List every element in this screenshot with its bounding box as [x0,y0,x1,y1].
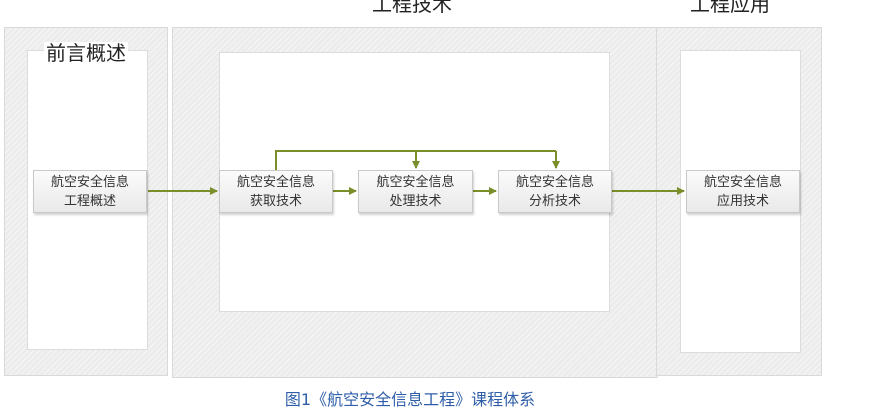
box-analysis-line2: 分析技术 [528,193,581,209]
figure-caption: 图1《航空安全信息工程》课程体系 [284,390,536,409]
box-overview-line2: 工程概述 [63,193,116,209]
box-application-tech: 航空安全信息 应用技术 [686,170,800,213]
engineering-app-heading: 工程应用 [690,0,770,16]
box-analysis-line1: 航空安全信息 [515,174,594,190]
box-application-line2: 应用技术 [716,193,769,209]
box-acquisition-tech: 航空安全信息 获取技术 [219,170,333,213]
box-processing-tech: 航空安全信息 处理技术 [358,170,473,213]
box-engineering-overview: 航空安全信息 工程概述 [33,170,147,213]
engineering-tech-heading: 工程技术 [372,0,452,16]
box-analysis-tech: 航空安全信息 分析技术 [498,170,612,213]
box-application-line1: 航空安全信息 [703,174,782,190]
box-processing-line1: 航空安全信息 [376,174,455,190]
box-acquisition-line2: 获取技术 [249,193,302,209]
arrow-acquisition-loop [275,150,556,170]
box-overview-line1: 航空安全信息 [50,174,129,190]
box-processing-line2: 处理技术 [389,193,442,209]
intro-section-heading: 前言概述 [44,41,128,65]
box-acquisition-line1: 航空安全信息 [236,174,315,190]
